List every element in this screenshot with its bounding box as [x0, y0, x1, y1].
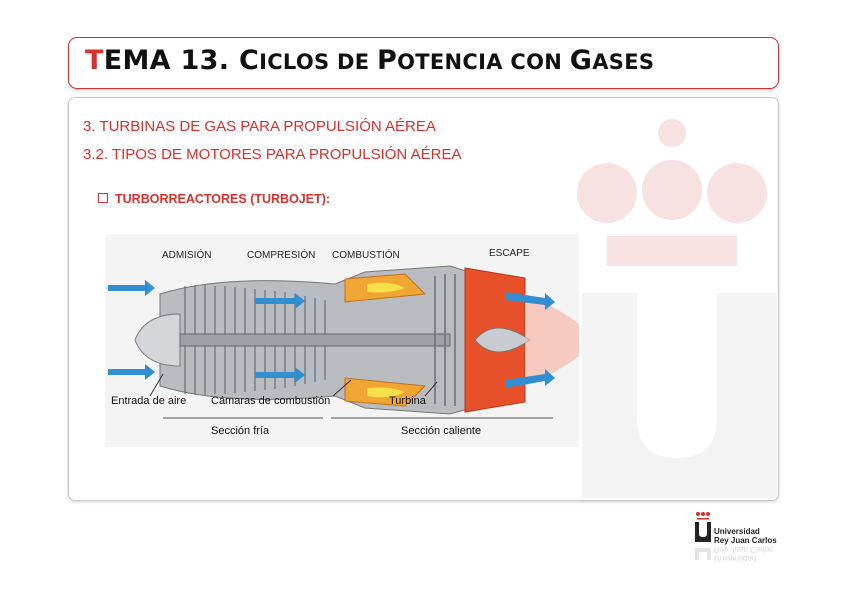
bullet-item: TURBORREACTORES (TURBOJET):	[98, 192, 330, 206]
logo-text-reflection: Universidad Rey Juan Carlos	[714, 545, 773, 563]
label-seccion-caliente: Sección caliente	[401, 425, 481, 437]
checkbox-bullet-icon	[98, 193, 108, 203]
label-camaras-combustion: Cámaras de combustión	[211, 395, 330, 407]
stage-label-compresion: COMPRESIÓN	[247, 248, 315, 261]
page-title: TEMA 13. CICLOS DE POTENCIA CON GASES	[85, 45, 654, 76]
label-seccion-fria: Sección fría	[211, 425, 270, 437]
content-panel: 3. TURBINAS DE GAS PARA PROPULSIÓN AÉREA…	[68, 97, 779, 501]
engine-shaft	[180, 334, 450, 346]
stage-label-admision: ADMISIÓN	[162, 248, 211, 261]
stage-label-escape: ESCAPE	[489, 248, 530, 259]
logo-text: Universidad Rey Juan Carlos	[714, 527, 777, 545]
stage-label-combustion: COMBUSTIÓN	[332, 248, 400, 261]
title-banner: TEMA 13. CICLOS DE POTENCIA CON GASES	[68, 37, 779, 89]
subsection-heading: 3.2. TIPOS DE MOTORES PARA PROPULSIÓN AÉ…	[83, 146, 461, 163]
label-entrada-aire: Entrada de aire	[111, 395, 186, 407]
section-heading: 3. TURBINAS DE GAS PARA PROPULSIÓN AÉREA	[83, 118, 436, 135]
turbojet-diagram: ADMISIÓN COMPRESIÓN COMBUSTIÓN ESCAPE En…	[105, 234, 579, 447]
label-turbina: Turbina	[389, 395, 427, 407]
urjc-watermark	[577, 118, 777, 498]
